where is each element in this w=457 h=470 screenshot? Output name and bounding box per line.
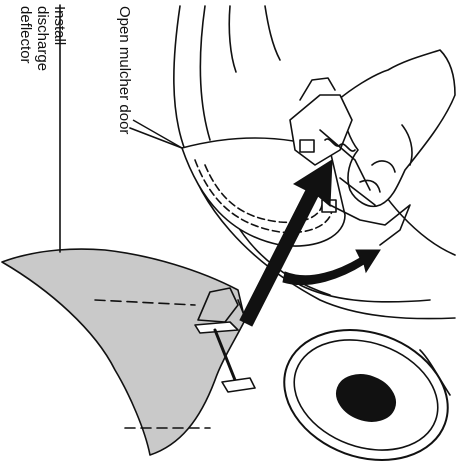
door-open-arrow-icon [283,250,380,285]
door-label-leader [133,120,182,148]
wheel-icon [266,308,457,465]
open-mulcher-door-label: Open mulcher door [116,6,133,134]
hand-icon [338,50,455,206]
install-deflector-label: Install discharge deflector [17,6,68,71]
